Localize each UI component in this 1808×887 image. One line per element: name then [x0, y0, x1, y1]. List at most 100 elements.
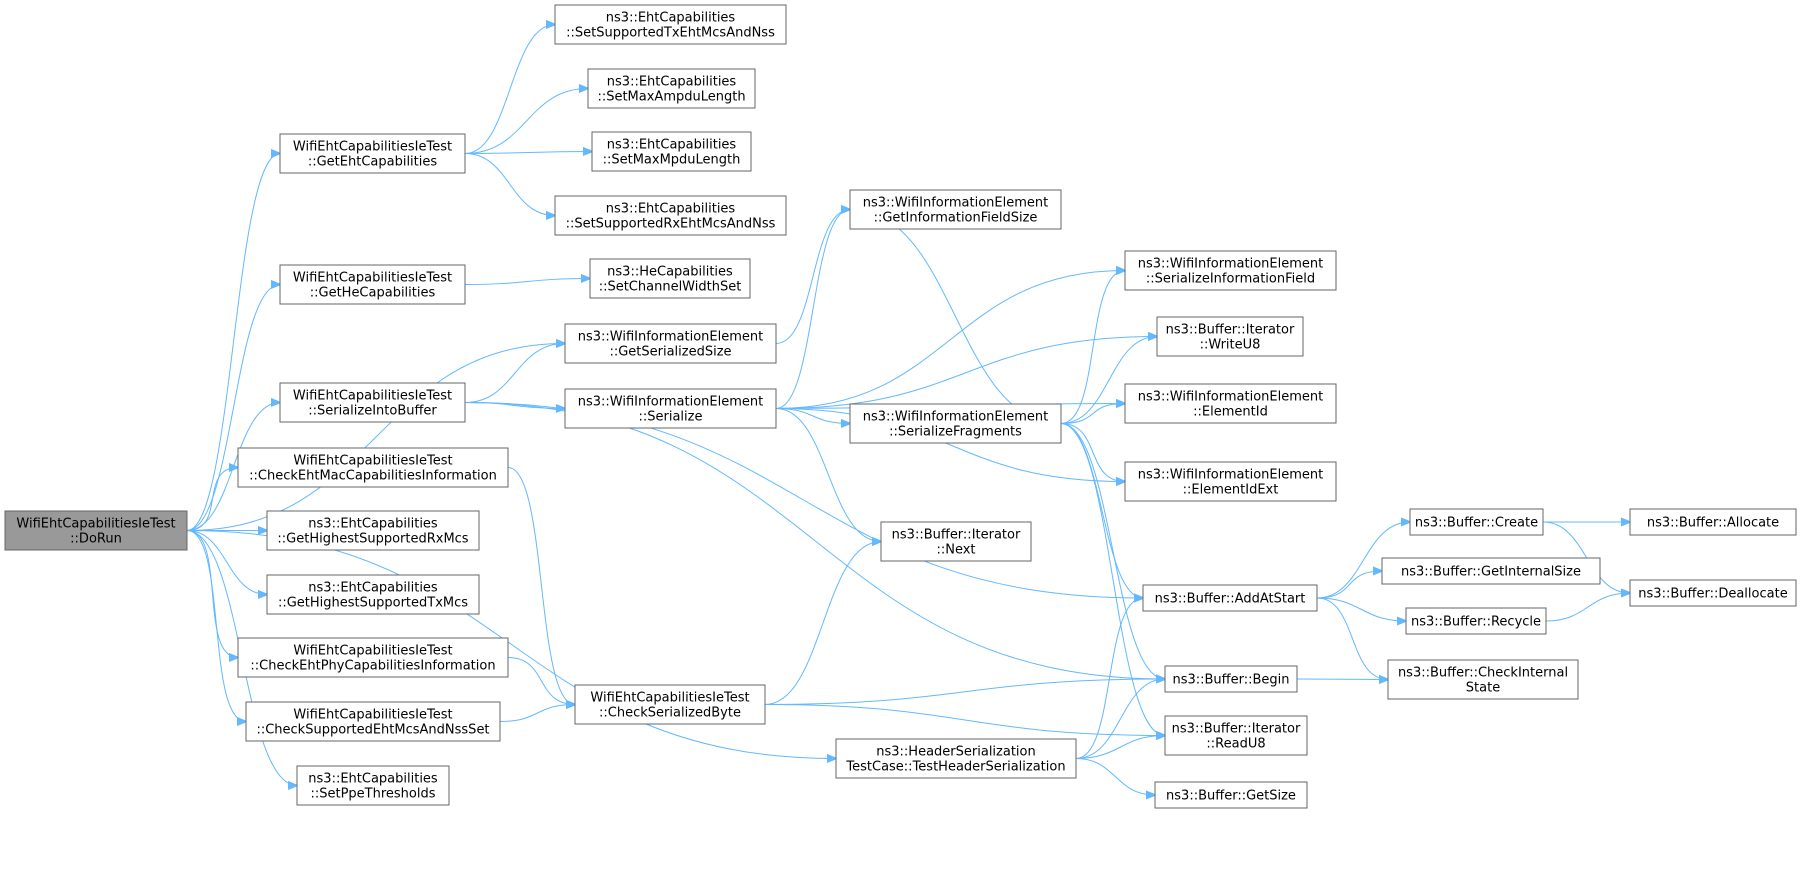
- edge-checkPhy-to-checkByte: [507, 657, 575, 705]
- node-label-line: WifiEhtCapabilitiesIeTest: [293, 708, 452, 723]
- node-box: [587, 68, 756, 109]
- node-label-line: ns3::Buffer::Iterator: [892, 528, 1021, 543]
- node-serInto[interactable]: WifiEhtCapabilitiesIeTest::SerializeInto…: [279, 382, 466, 423]
- node-writeU8[interactable]: ns3::Buffer::Iterator::WriteU8: [1156, 316, 1304, 357]
- node-setPpe[interactable]: ns3::EhtCapabilities::SetPpeThresholds: [296, 765, 450, 806]
- node-label-line: ns3::WifiInformationElement: [578, 330, 764, 345]
- node-elemId[interactable]: ns3::WifiInformationElement::ElementId: [1124, 383, 1337, 424]
- edge-recycle-to-deallocate: [1545, 593, 1630, 622]
- node-label-line: ns3::Buffer::GetInternalSize: [1401, 565, 1581, 580]
- node-box: [849, 403, 1062, 444]
- node-getEht[interactable]: WifiEhtCapabilitiesIeTest::GetEhtCapabil…: [279, 133, 466, 174]
- edge-serInto-to-getSerSize: [464, 344, 565, 403]
- node-testHdr[interactable]: ns3::HeaderSerializationTestCase::TestHe…: [835, 738, 1077, 779]
- edge-checkByte-to-readU8: [764, 704, 1165, 736]
- edge-serFrag-to-getInfoSize: [850, 210, 1062, 424]
- node-label-line: WifiEhtCapabilitiesIeTest: [16, 517, 175, 532]
- node-allocate[interactable]: ns3::Buffer::Allocate: [1629, 508, 1797, 536]
- node-label-line: ns3::EhtCapabilities: [607, 138, 737, 153]
- node-label-line: ns3::Buffer::Iterator: [1172, 722, 1301, 737]
- edge-dorun-to-getHe: [186, 285, 280, 531]
- node-label-line: ns3::WifiInformationElement: [1138, 468, 1324, 483]
- node-create[interactable]: ns3::Buffer::Create: [1409, 508, 1544, 536]
- node-addAtStart[interactable]: ns3::Buffer::AddAtStart: [1142, 584, 1318, 612]
- node-label-line: ns3::Buffer::Iterator: [1166, 323, 1295, 338]
- node-setChanWidth[interactable]: ns3::HeCapabilities::SetChannelWidthSet: [589, 258, 751, 299]
- edge-serialize-to-serInfoField: [775, 271, 1125, 409]
- node-deallocate[interactable]: ns3::Buffer::Deallocate: [1629, 579, 1797, 607]
- node-serInfoField[interactable]: ns3::WifiInformationElement::SerializeIn…: [1124, 250, 1337, 291]
- node-label-line: ::CheckSerializedByte: [599, 706, 741, 721]
- node-getInternalSize[interactable]: ns3::Buffer::GetInternalSize: [1381, 557, 1601, 585]
- edge-addAtStart-to-checkInternal: [1316, 597, 1388, 680]
- node-next[interactable]: ns3::Buffer::Iterator::Next: [880, 521, 1032, 562]
- node-setMaxMpdu[interactable]: ns3::EhtCapabilities::SetMaxMpduLength: [591, 131, 752, 172]
- node-label-line: ::ElementId: [1193, 405, 1268, 420]
- node-getSerSize[interactable]: ns3::WifiInformationElement::GetSerializ…: [564, 323, 777, 364]
- edge-testHdr-to-addAtStart: [1075, 598, 1143, 759]
- node-dorun[interactable]: WifiEhtCapabilitiesIeTest::DoRun: [4, 510, 188, 551]
- node-label-line: ::SetSupportedRxEhtMcsAndNss: [566, 217, 776, 232]
- edge-dorun-to-checkMcs: [186, 530, 246, 722]
- node-label-line: WifiEhtCapabilitiesIeTest: [293, 454, 452, 469]
- node-begin[interactable]: ns3::Buffer::Begin: [1164, 665, 1298, 693]
- node-box: [1381, 557, 1601, 585]
- node-getInfoSize[interactable]: ns3::WifiInformationElement::GetInformat…: [849, 189, 1062, 230]
- node-label-line: ns3::EhtCapabilities: [607, 75, 737, 90]
- node-label-line: ::Next: [936, 543, 975, 558]
- edge-serFrag-to-elemIdExt: [1060, 423, 1125, 482]
- node-getSize[interactable]: ns3::Buffer::GetSize: [1154, 781, 1308, 809]
- node-checkMac[interactable]: WifiEhtCapabilitiesIeTest::CheckEhtMacCa…: [237, 447, 509, 488]
- node-checkByte[interactable]: WifiEhtCapabilitiesIeTest::CheckSerializ…: [574, 684, 766, 725]
- node-box: [574, 684, 766, 725]
- node-label-line: ns3::Buffer::GetSize: [1166, 789, 1296, 804]
- node-readU8[interactable]: ns3::Buffer::Iterator::ReadU8: [1164, 715, 1308, 756]
- node-box: [564, 388, 777, 429]
- node-box: [1164, 665, 1298, 693]
- edge-serFrag-to-elemId: [1060, 404, 1125, 424]
- node-serFrag[interactable]: ns3::WifiInformationElement::SerializeFr…: [849, 403, 1062, 444]
- node-recycle[interactable]: ns3::Buffer::Recycle: [1405, 607, 1547, 635]
- node-label-line: ns3::Buffer::Deallocate: [1638, 587, 1787, 602]
- node-label-line: ::SetSupportedTxEhtMcsAndNss: [566, 26, 775, 41]
- node-label-line: WifiEhtCapabilitiesIeTest: [293, 644, 452, 659]
- node-label-line: ::CheckEhtPhyCapabilitiesInformation: [250, 659, 495, 674]
- node-label-line: ::SerializeIntoBuffer: [308, 404, 437, 419]
- node-box: [1124, 250, 1337, 291]
- edge-checkByte-to-begin: [764, 679, 1165, 705]
- node-box: [564, 323, 777, 364]
- node-checkPhy[interactable]: WifiEhtCapabilitiesIeTest::CheckEhtPhyCa…: [237, 637, 509, 678]
- edge-begin-to-checkInternal: [1296, 679, 1388, 680]
- node-label-line: ns3::Buffer::Begin: [1172, 673, 1289, 688]
- node-setMaxAmpdu[interactable]: ns3::EhtCapabilities::SetMaxAmpduLength: [587, 68, 756, 109]
- edge-getEht-to-setMaxAmpdu: [464, 89, 588, 154]
- node-label-line: ::ReadU8: [1206, 737, 1265, 752]
- edge-serFrag-to-begin: [1060, 423, 1165, 680]
- edge-testHdr-to-readU8: [1075, 736, 1165, 759]
- node-elemIdExt[interactable]: ns3::WifiInformationElement::ElementIdEx…: [1124, 461, 1337, 502]
- node-label-line: ::GetInformationFieldSize: [874, 211, 1038, 226]
- node-box: [1154, 781, 1308, 809]
- node-label-line: ::SetMaxMpduLength: [603, 153, 741, 168]
- node-checkMcs[interactable]: WifiEhtCapabilitiesIeTest::CheckSupporte…: [245, 701, 501, 742]
- node-getHighTx[interactable]: ns3::EhtCapabilities::GetHighestSupporte…: [266, 574, 480, 615]
- node-getHe[interactable]: WifiEhtCapabilitiesIeTest::GetHeCapabili…: [279, 264, 466, 305]
- node-setRxMcs[interactable]: ns3::EhtCapabilities::SetSupportedRxEhtM…: [554, 195, 787, 236]
- node-label-line: ::DoRun: [70, 532, 122, 547]
- node-label-line: ::ElementIdExt: [1183, 483, 1279, 498]
- edge-serFrag-to-writeU8: [1060, 337, 1157, 424]
- edge-dorun-to-getSerSize: [186, 344, 565, 531]
- node-box: [279, 382, 466, 423]
- node-label-line: ns3::WifiInformationElement: [1138, 390, 1324, 405]
- node-label-line: ns3::WifiInformationElement: [863, 196, 1049, 211]
- node-getHighRx[interactable]: ns3::EhtCapabilities::GetHighestSupporte…: [266, 510, 480, 551]
- edge-addAtStart-to-recycle: [1316, 597, 1406, 621]
- node-box: [1142, 584, 1318, 612]
- node-label-line: ns3::WifiInformationElement: [578, 395, 764, 410]
- node-serialize[interactable]: ns3::WifiInformationElement::Serialize: [564, 388, 777, 429]
- node-label-line: WifiEhtCapabilitiesIeTest: [590, 691, 749, 706]
- node-setTxMcs[interactable]: ns3::EhtCapabilities::SetSupportedTxEhtM…: [554, 4, 787, 45]
- node-label-line: ::SerializeInformationField: [1146, 272, 1315, 287]
